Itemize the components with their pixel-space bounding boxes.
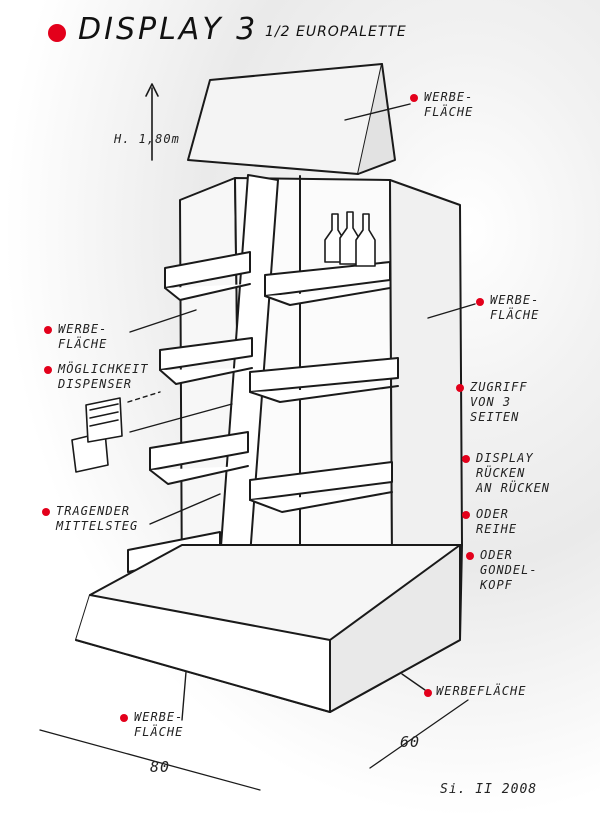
label-dot	[476, 298, 484, 306]
label-dot	[462, 455, 470, 463]
label-dot	[42, 508, 50, 516]
label-werbeflaeche-bottom: WERBE- FLÄCHE	[134, 710, 184, 739]
dispenser	[71, 397, 123, 473]
label-dot	[410, 94, 418, 102]
page-title: DISPLAY 3	[78, 12, 259, 47]
label-oder-reihe: ODER REIHE	[476, 507, 518, 536]
label-dot	[466, 552, 474, 560]
label-dot	[44, 326, 52, 334]
label-werbeflaeche-base: WERBEFLÄCHE	[436, 684, 527, 698]
label-oder-gondel: ODER GONDEL- KOPF	[480, 548, 538, 592]
label-tragender: TRAGENDER MITTELSTEG	[56, 504, 139, 533]
label-werbeflaeche-top: WERBE- FLÄCHE	[424, 90, 474, 119]
label-dot	[462, 511, 470, 519]
label-dot	[44, 366, 52, 374]
label-werbeflaeche-left: WERBE- FLÄCHE	[58, 322, 108, 351]
label-werbeflaeche-right: WERBE- FLÄCHE	[490, 293, 540, 322]
signature: Si. II 2008	[440, 782, 538, 797]
bottles	[324, 211, 376, 267]
dimension-depth: 60	[400, 733, 421, 751]
label-moeglichkeit: MÖGLICHKEIT DISPENSER	[58, 362, 149, 391]
label-zugriff: ZUGRIFF VON 3 SEITEN	[470, 380, 528, 424]
body-right-panel	[389, 179, 463, 561]
header-board	[187, 63, 383, 175]
label-dot	[424, 689, 432, 697]
label-dot	[456, 384, 464, 392]
label-dot	[120, 714, 128, 722]
page-subtitle: 1/2 EUROPALETTE	[265, 24, 407, 40]
title-dot	[48, 24, 66, 42]
label-display-ruecken: DISPLAY RÜCKEN AN RÜCKEN	[476, 451, 551, 495]
dimension-width: 80	[150, 758, 171, 776]
height-label: H. 1,80m	[114, 132, 180, 146]
